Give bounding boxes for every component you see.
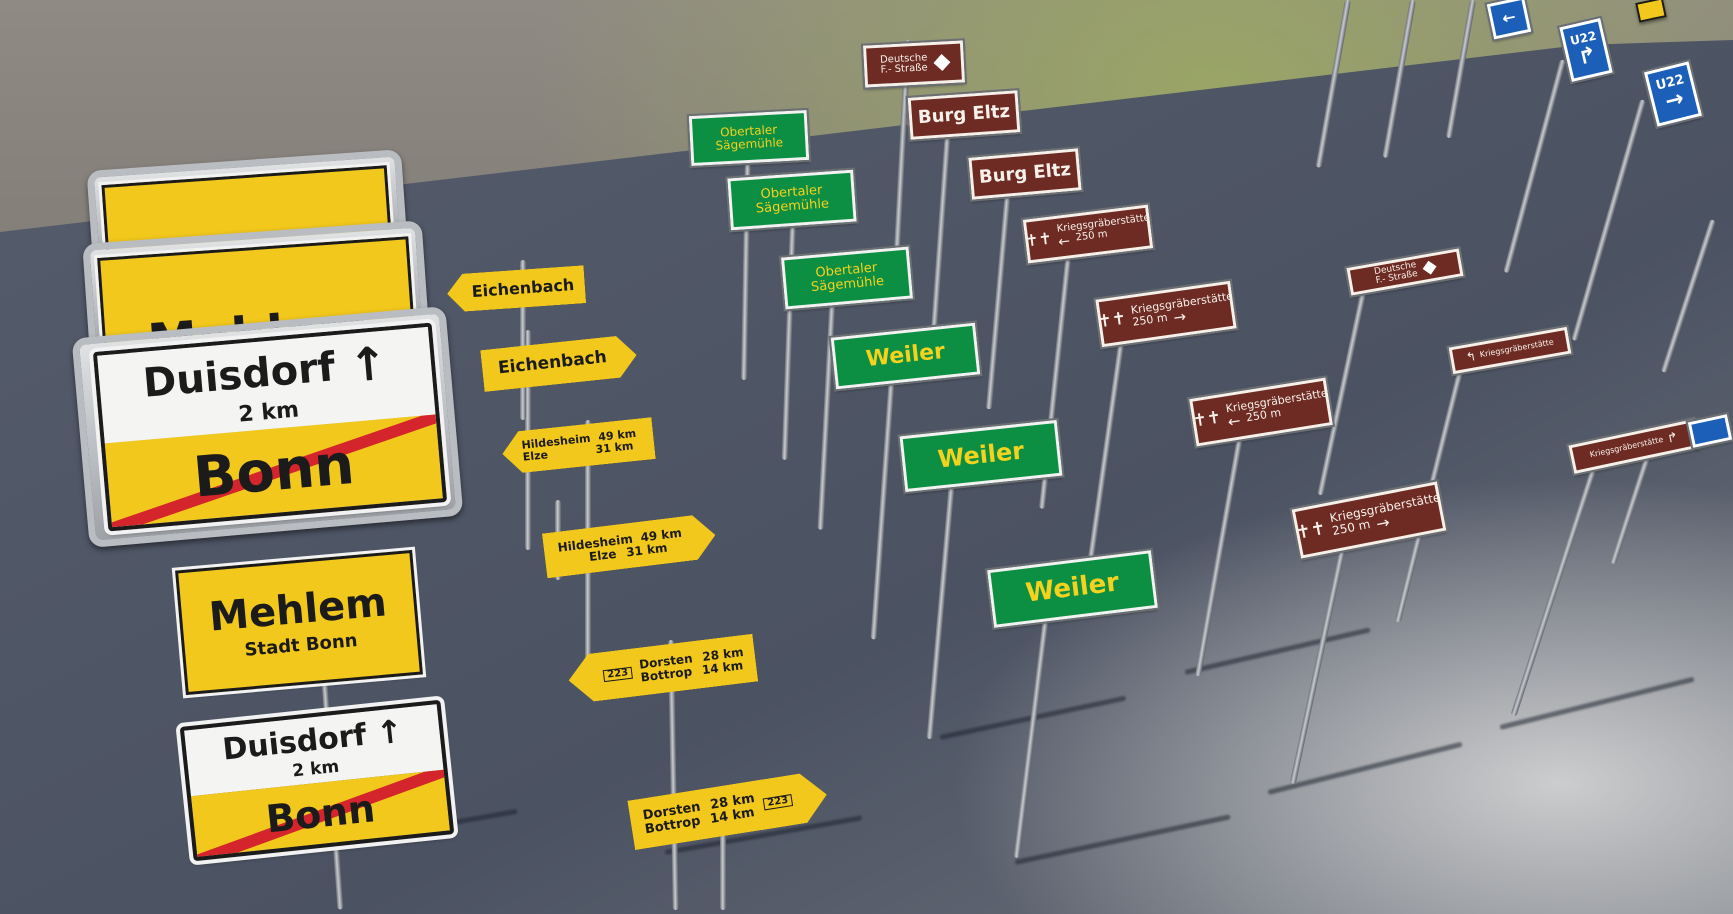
weiler-2-text: Weiler: [936, 436, 1026, 474]
turn-right-icon: ↱: [1665, 429, 1680, 447]
bonn-small-town: Bonn: [263, 785, 378, 841]
route-badge-223: 223: [763, 794, 793, 811]
krieg-small-2-name: Kriegsgräberstätte: [1588, 435, 1665, 460]
hildesheim-2-line2: Elze: [588, 546, 618, 564]
krieg-2-distance: 250 m: [1131, 310, 1169, 329]
cemetery-icon: ✝✝: [1023, 228, 1053, 251]
duisdorf-small-distance: 2 km: [291, 756, 341, 782]
weiler-3-text: Weiler: [1024, 567, 1121, 609]
route-badge-223: 223: [603, 666, 633, 682]
arrow-up-icon: ↑: [346, 335, 390, 393]
duisdorf-distance: 2 km: [237, 396, 300, 428]
pole: [520, 260, 526, 420]
obertaler-sign-3: Obertaler Sägemühle: [778, 244, 916, 312]
cemetery-icon: ✝✝: [1096, 308, 1128, 333]
bonn-town: Bonn: [190, 431, 357, 511]
duisdorf-bonn-sign-small: Duisdorf ↑ 2 km Bonn: [175, 694, 459, 867]
burg-eltz-1-text: Burg Eltz: [917, 100, 1011, 128]
turn-right-icon: ↱: [1575, 41, 1600, 71]
deutsche-strasse-sign-1: Deutsche F.- Straße: [860, 38, 968, 90]
mehlem-stadt-bonn-sign: Mehlem Stadt Bonn: [171, 546, 427, 699]
duisdorf-place: Duisdorf: [141, 343, 337, 407]
arrow-left-icon: ←: [1226, 411, 1242, 432]
eichenbach-2-text: Eichenbach: [497, 347, 608, 379]
arrow-right-icon: →: [1662, 86, 1687, 115]
diamond-icon: [1422, 260, 1437, 275]
hildesheim-1-line2: Elze: [522, 448, 549, 464]
mehlem-small-place: Mehlem: [207, 579, 389, 641]
duisdorf-bonn-sign-large: Duisdorf ↑ 2 km Bonn: [88, 317, 452, 537]
krieg-1-distance: 250 m: [1075, 228, 1109, 244]
arrow-right-icon: →: [1374, 512, 1392, 534]
krieg-small-1-name: Kriegsgräberstätte: [1479, 337, 1555, 360]
weiler-1-text: Weiler: [864, 339, 947, 373]
burg-eltz-2-text: Burg Eltz: [978, 158, 1072, 188]
dorsten-1-km2: 14 km: [701, 658, 744, 678]
eichenbach-1-text: Eichenbach: [471, 274, 575, 301]
krieg-3-distance: 250 m: [1245, 405, 1282, 425]
obertaler-1-line2: Sägemühle: [715, 135, 784, 153]
hildesheim-1-km2: 31 km: [594, 439, 635, 457]
pole: [720, 790, 726, 910]
arrow-left-icon: ←: [1057, 233, 1072, 251]
diamond-icon: [933, 54, 951, 72]
obertaler-sign-1: Obertaler Sägemühle: [686, 107, 812, 169]
cemetery-icon: ✝✝: [1191, 407, 1223, 432]
arrow-left-icon: ←: [1500, 6, 1518, 28]
burg-eltz-sign-1: Burg Eltz: [905, 87, 1023, 143]
deutsche-1-line2: F.- Straße: [880, 62, 928, 76]
duisdorf-small-place: Duisdorf: [220, 717, 369, 768]
arrow-up-icon: ↑: [374, 711, 405, 753]
arrow-right-icon: →: [1172, 307, 1188, 327]
obertaler-sign-2: Obertaler Sägemühle: [725, 167, 859, 233]
obertaler-2-line2: Sägemühle: [755, 196, 830, 217]
turn-left-icon: ↰: [1464, 349, 1478, 365]
ground-glare: [0, 40, 1733, 914]
cemetery-icon: ✝✝: [1293, 517, 1328, 544]
